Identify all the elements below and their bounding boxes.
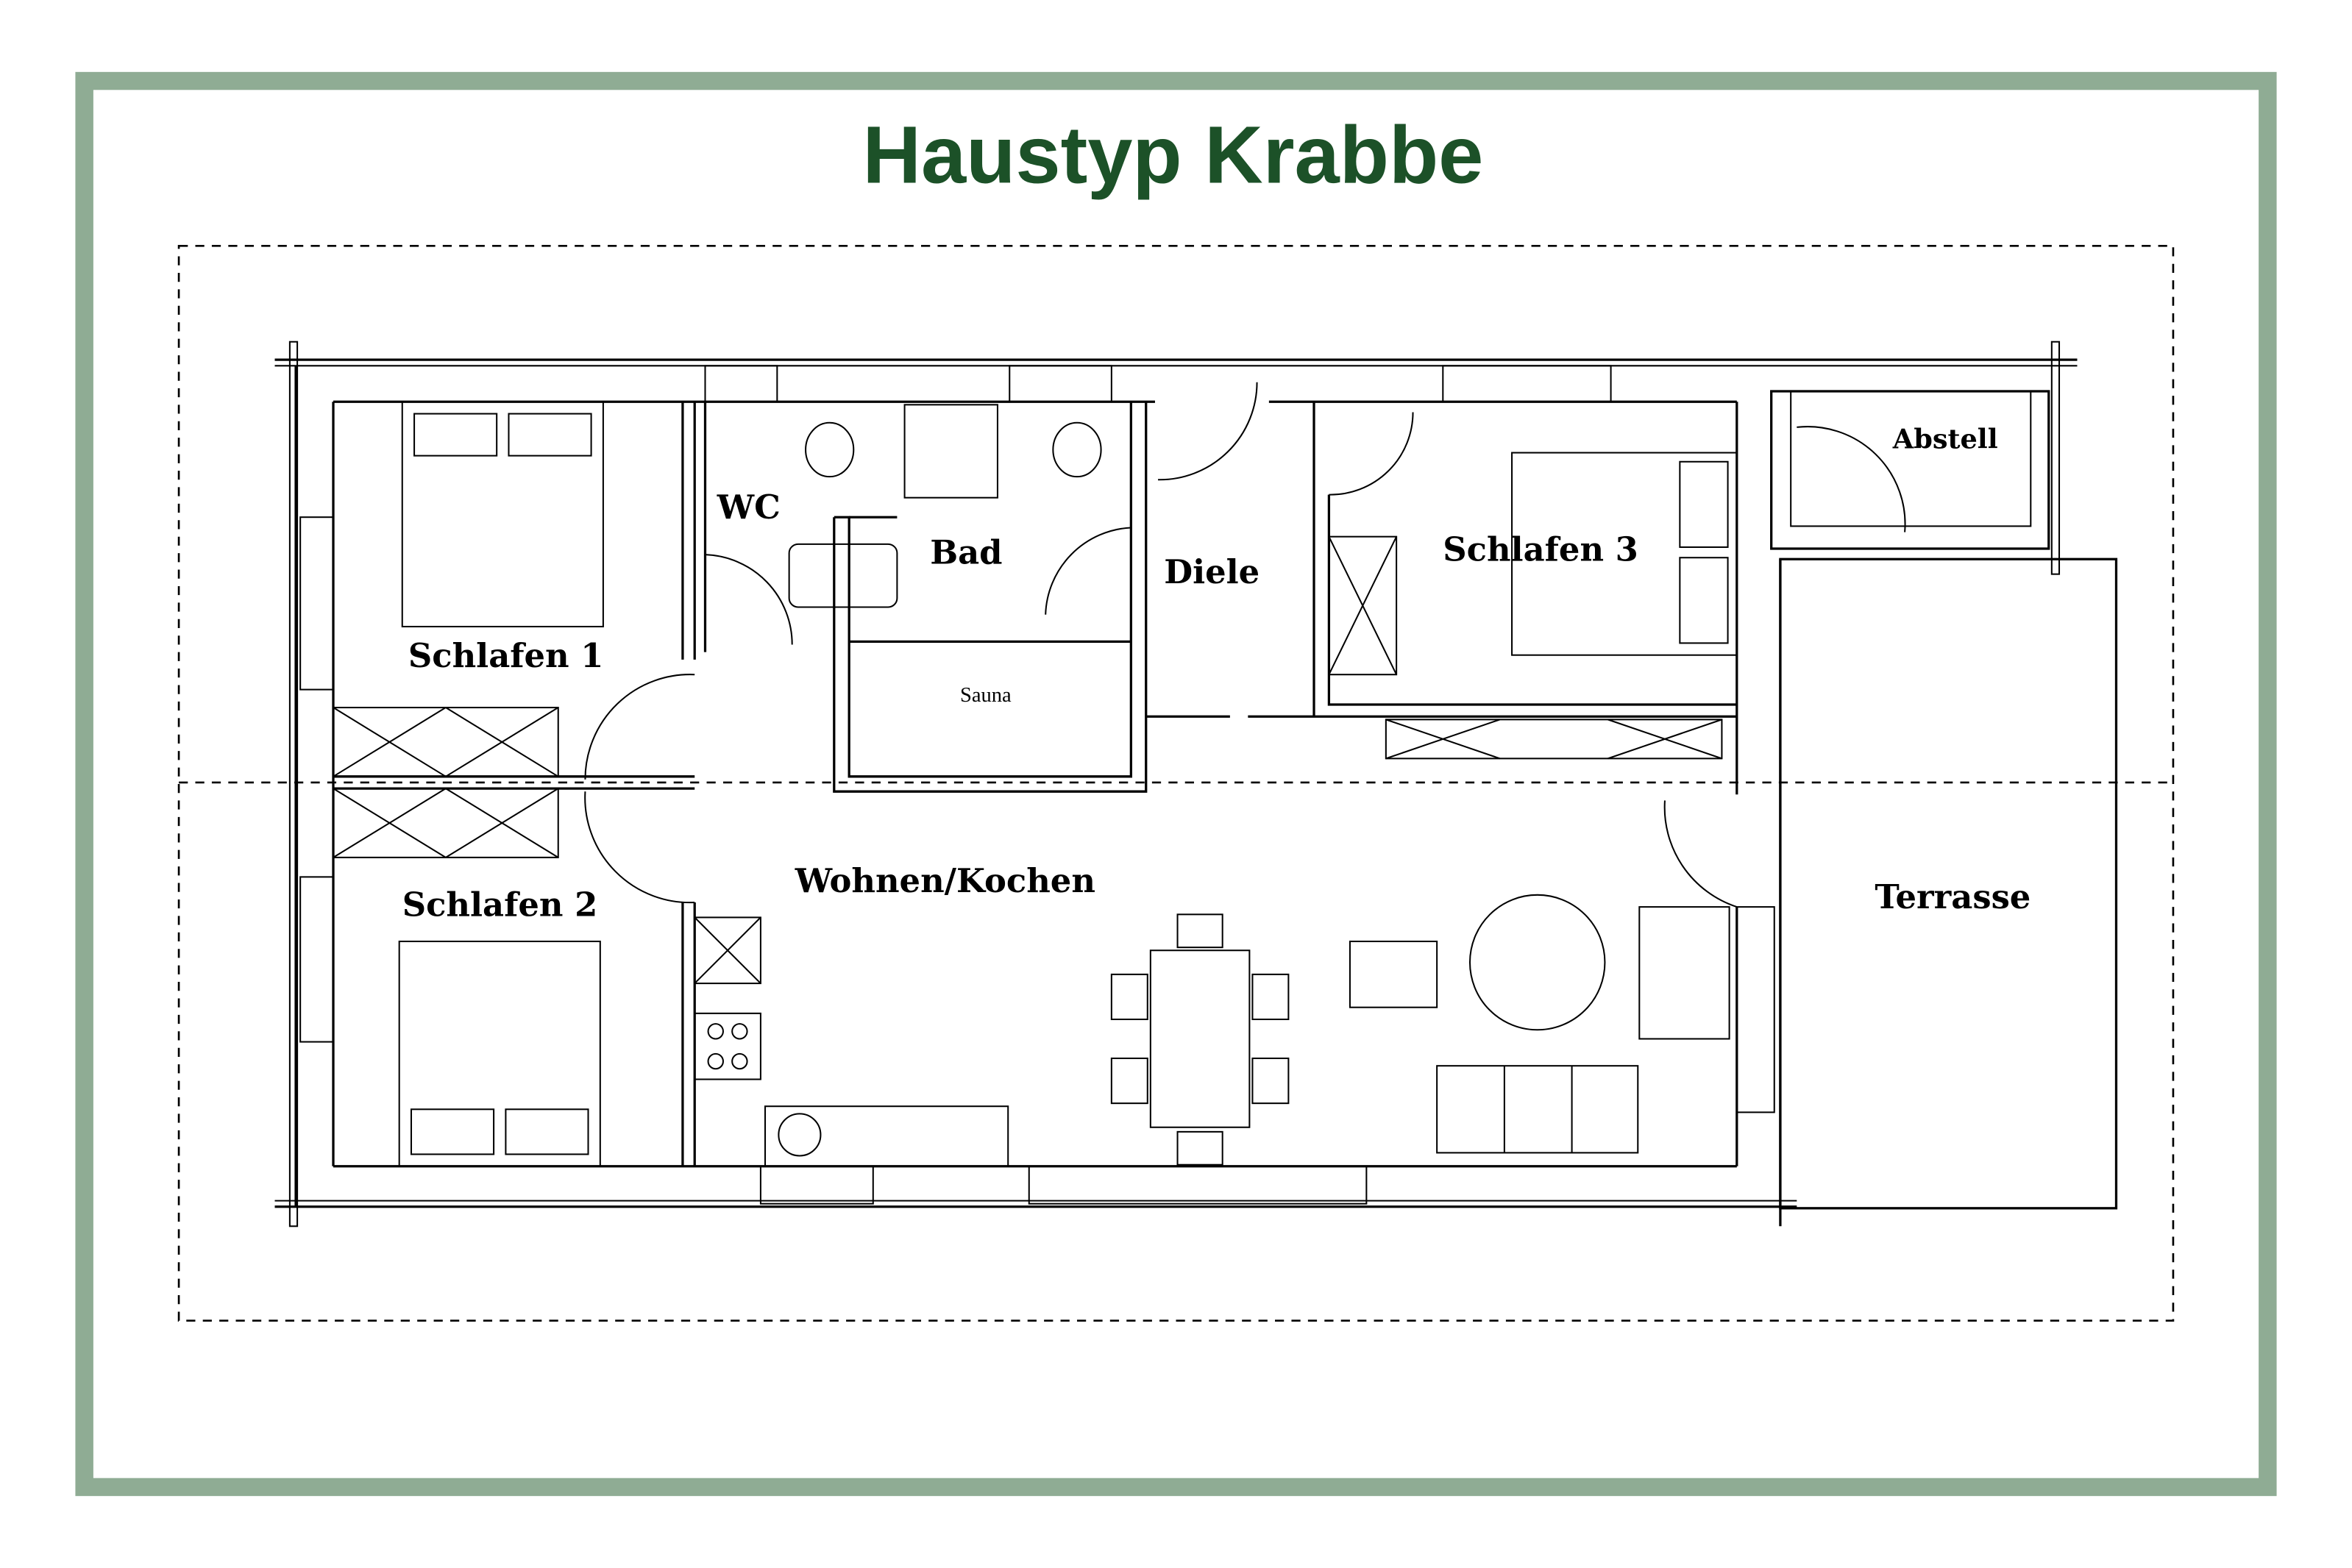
label-schlafen-1: Schlafen 1: [408, 636, 604, 675]
furniture: [332, 401, 1738, 1167]
armchair: [1638, 906, 1730, 1040]
stove-icon: [694, 1012, 761, 1080]
toilet-icon: [1052, 421, 1102, 478]
page-frame: [75, 71, 2277, 1497]
windows: [299, 365, 1775, 1205]
toilet-icon: [805, 421, 855, 478]
wardrobe-icon: [332, 707, 559, 777]
label-terrasse: Terrasse: [1875, 877, 2031, 916]
label-abstell: Abstell: [1892, 423, 1998, 455]
bed-icon: [398, 940, 601, 1167]
roof-outline: [177, 244, 2175, 1322]
shower-icon: [903, 404, 998, 499]
armchair: [1349, 940, 1438, 1008]
plan-title: Haustyp Krabbe: [862, 110, 1483, 201]
bed-icon: [401, 401, 604, 628]
sink-icon: [788, 543, 898, 608]
label-sauna: Sauna: [960, 684, 1012, 707]
kitchen-sink-icon: [778, 1113, 822, 1157]
wardrobe-icon: [332, 788, 559, 858]
label-schlafen-2: Schlafen 2: [402, 885, 598, 924]
round-table: [1468, 894, 1606, 1031]
room-labels: Schlafen 1 Schlafen 2 Schlafen 3 WC Bad …: [402, 423, 2031, 924]
doors: [584, 382, 1906, 908]
label-schlafen-3: Schlafen 3: [1443, 530, 1638, 569]
label-wc: WC: [717, 488, 781, 527]
sofa: [1436, 1065, 1639, 1154]
label-wohnen-kochen: Wohnen/Kochen: [795, 861, 1095, 900]
bed-icon: [1511, 452, 1738, 656]
walls: [274, 341, 2118, 1227]
dining-table: [1149, 949, 1251, 1128]
label-diele: Diele: [1164, 552, 1260, 591]
label-bad: Bad: [930, 532, 1002, 571]
